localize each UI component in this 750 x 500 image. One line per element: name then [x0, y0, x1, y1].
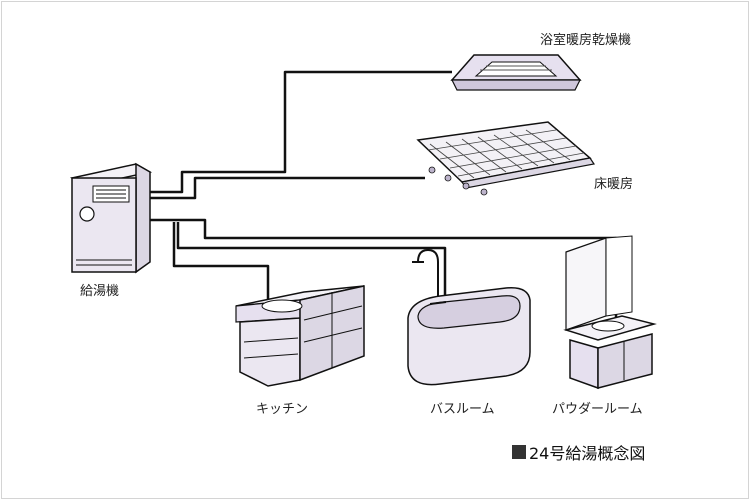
bath-dryer-unit: [450, 54, 582, 91]
bathroom-label: バスルーム: [430, 402, 495, 417]
square-bullet-icon: [512, 445, 526, 459]
diagram-caption: 24号給湯概念図: [512, 440, 645, 464]
water-heater-unit: [69, 162, 153, 274]
floor-heating-label: 床暖房: [594, 177, 634, 192]
pipes: [150, 70, 618, 330]
bath-dryer-label: 浴室暖房乾燥機: [540, 33, 632, 48]
pipe-to-powder-room: [150, 218, 618, 320]
pipe-to-floor-heating: [150, 176, 425, 200]
pipe-to-bathroom: [176, 222, 447, 330]
bathtub: [407, 248, 531, 386]
kitchen-cabinet: [235, 285, 365, 387]
pipe-to-bath-dryer: [150, 70, 452, 194]
caption-text: 24号給湯概念図: [529, 444, 646, 463]
pipe-to-kitchen: [172, 222, 270, 300]
powder-room-vanity: [563, 235, 657, 390]
floor-heating-panel: [416, 121, 596, 196]
kitchen-label: キッチン: [256, 402, 309, 417]
water-heater-label: 給湯機: [80, 284, 120, 299]
powder-room-label: パウダールーム: [552, 402, 643, 417]
